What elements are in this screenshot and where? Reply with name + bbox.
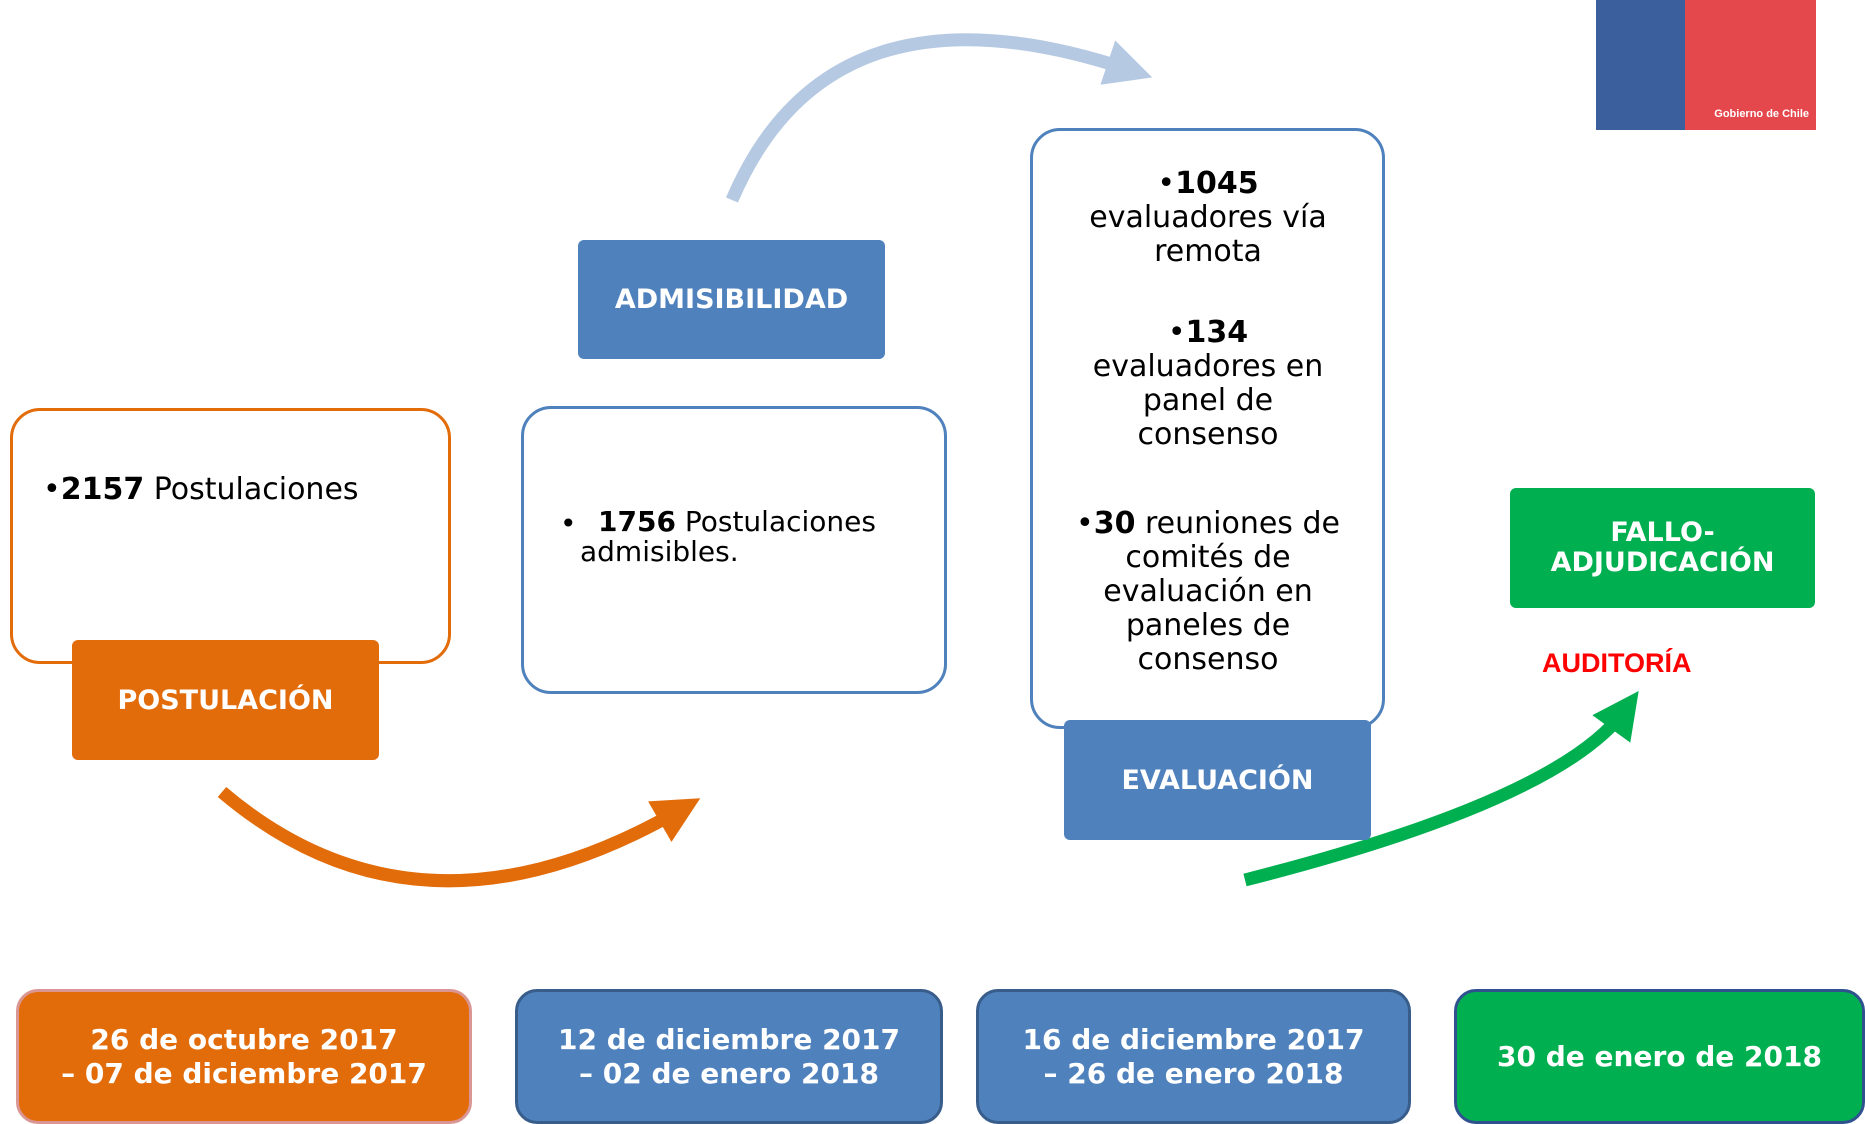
date-evaluacion-line2: – 26 de enero 2018 bbox=[1043, 1056, 1344, 1090]
panel-evaluators-text: evaluadores en panel de consenso bbox=[1092, 349, 1324, 452]
postulacion-bullet: •2157 Postulaciones bbox=[43, 472, 359, 507]
green-arrow bbox=[1243, 691, 1639, 887]
evaluacion-label: EVALUACIÓN bbox=[1064, 720, 1371, 840]
admisibilidad-label: ADMISIBILIDAD bbox=[578, 240, 885, 359]
date-admisibilidad-line1: 12 de diciembre 2017 bbox=[557, 1022, 900, 1056]
date-postulacion: 26 de octubre 2017 – 07 de diciembre 201… bbox=[16, 989, 472, 1124]
date-admisibilidad-line2: – 02 de enero 2018 bbox=[579, 1056, 879, 1090]
fallo-label: FALLO- ADJUDICACIÓN bbox=[1510, 488, 1815, 608]
postulacion-box: •2157 Postulaciones bbox=[10, 408, 451, 664]
admisibles-count: 1756 bbox=[598, 505, 676, 538]
fallo-label-line1: FALLO- bbox=[1610, 517, 1715, 548]
date-evaluacion: 16 de diciembre 2017 – 26 de enero 2018 bbox=[976, 989, 1411, 1124]
auditoria-note: AUDITORÍA bbox=[1542, 648, 1692, 678]
evaluacion-bullet-remote: •1045 evaluadores vía remota bbox=[1089, 166, 1327, 269]
postulacion-label: POSTULACIÓN bbox=[72, 640, 379, 760]
logo-red-block bbox=[1685, 0, 1816, 130]
remote-evaluators-count: 1045 bbox=[1175, 166, 1259, 201]
date-postulacion-line1: 26 de octubre 2017 bbox=[90, 1022, 398, 1056]
postulaciones-text: Postulaciones bbox=[144, 472, 359, 507]
admisibilidad-bullet: 1756 Postulaciones admisibles. bbox=[580, 507, 940, 567]
evaluacion-box: •1045 evaluadores vía remota •134 evalua… bbox=[1030, 128, 1385, 729]
date-postulacion-line2: – 07 de diciembre 2017 bbox=[61, 1056, 427, 1090]
logo-text: Gobierno de Chile bbox=[1714, 108, 1809, 120]
evaluacion-bullet-meetings: •30 reuniones de comités de evaluación e… bbox=[1076, 506, 1340, 677]
panel-evaluators-count: 134 bbox=[1185, 315, 1249, 350]
fallo-label-line2: ADJUDICACIÓN bbox=[1550, 547, 1775, 578]
date-admisibilidad: 12 de diciembre 2017 – 02 de enero 2018 bbox=[515, 989, 943, 1124]
logo-blue-block bbox=[1596, 0, 1685, 130]
meetings-text: reuniones de comités de evaluación en pa… bbox=[1103, 506, 1340, 677]
date-evaluacion-line1: 16 de diciembre 2017 bbox=[1022, 1022, 1365, 1056]
admisibilidad-bullet-dot: • bbox=[560, 507, 577, 540]
remote-evaluators-text: evaluadores vía remota bbox=[1089, 200, 1327, 269]
evaluacion-bullet-panel: •134 evaluadores en panel de consenso bbox=[1092, 315, 1324, 452]
postulaciones-count: 2157 bbox=[60, 472, 145, 507]
meetings-count: 30 bbox=[1093, 506, 1136, 541]
admisibilidad-box: • 1756 Postulaciones admisibles. bbox=[521, 406, 947, 694]
light-blue-arrow bbox=[726, 33, 1153, 203]
date-fallo: 30 de enero de 2018 bbox=[1454, 989, 1865, 1124]
orange-arrow bbox=[217, 787, 701, 888]
admisibles-text: Postulaciones admisibles. bbox=[580, 505, 876, 568]
